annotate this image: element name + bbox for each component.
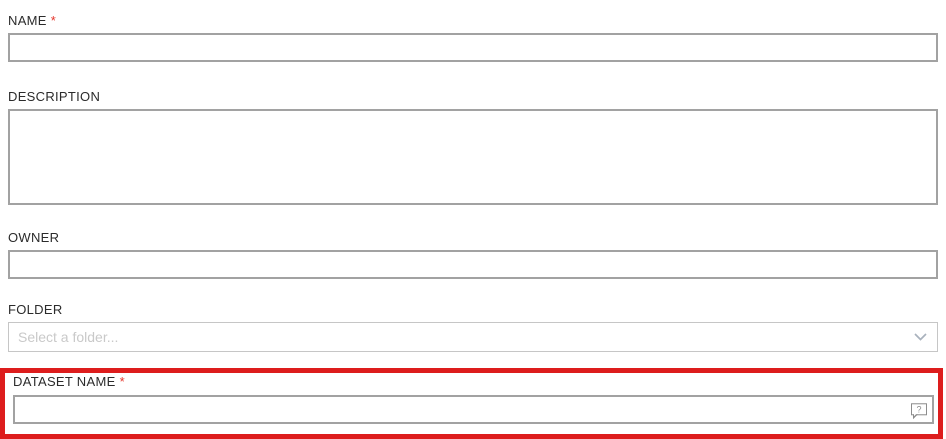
dataset-name-input-wrap: ?	[13, 395, 934, 424]
description-label: DESCRIPTION	[8, 90, 938, 103]
folder-label: FOLDER	[8, 303, 938, 316]
required-asterisk: *	[50, 13, 57, 28]
owner-label: OWNER	[8, 231, 938, 244]
folder-combobox	[8, 322, 938, 352]
folder-label-text: FOLDER	[8, 302, 63, 317]
chevron-down-icon[interactable]	[914, 333, 927, 342]
dataset-name-label-text: DATASET NAME	[13, 374, 116, 389]
field-description: DESCRIPTION	[8, 90, 938, 205]
dataset-name-label: DATASET NAME*	[13, 375, 934, 388]
owner-label-text: OWNER	[8, 230, 60, 245]
name-input[interactable]	[8, 33, 938, 62]
folder-select-input[interactable]	[8, 322, 938, 352]
required-asterisk: *	[119, 374, 125, 389]
field-owner: OWNER	[8, 231, 938, 279]
field-folder: FOLDER	[8, 303, 938, 352]
name-label: NAME*	[8, 14, 938, 27]
name-label-text: NAME	[8, 13, 47, 28]
form-fields: NAME* DESCRIPTION OWNER FOLDER	[8, 14, 938, 352]
field-dataset-name: DATASET NAME* ?	[13, 375, 934, 424]
owner-input[interactable]	[8, 250, 938, 279]
highlight-box: DATASET NAME* ?	[0, 368, 943, 439]
description-label-text: DESCRIPTION	[8, 89, 101, 104]
field-name: NAME*	[8, 14, 938, 62]
dataset-name-input[interactable]	[13, 395, 934, 424]
description-textarea[interactable]	[8, 109, 938, 205]
help-bubble-icon[interactable]: ?	[911, 402, 927, 419]
